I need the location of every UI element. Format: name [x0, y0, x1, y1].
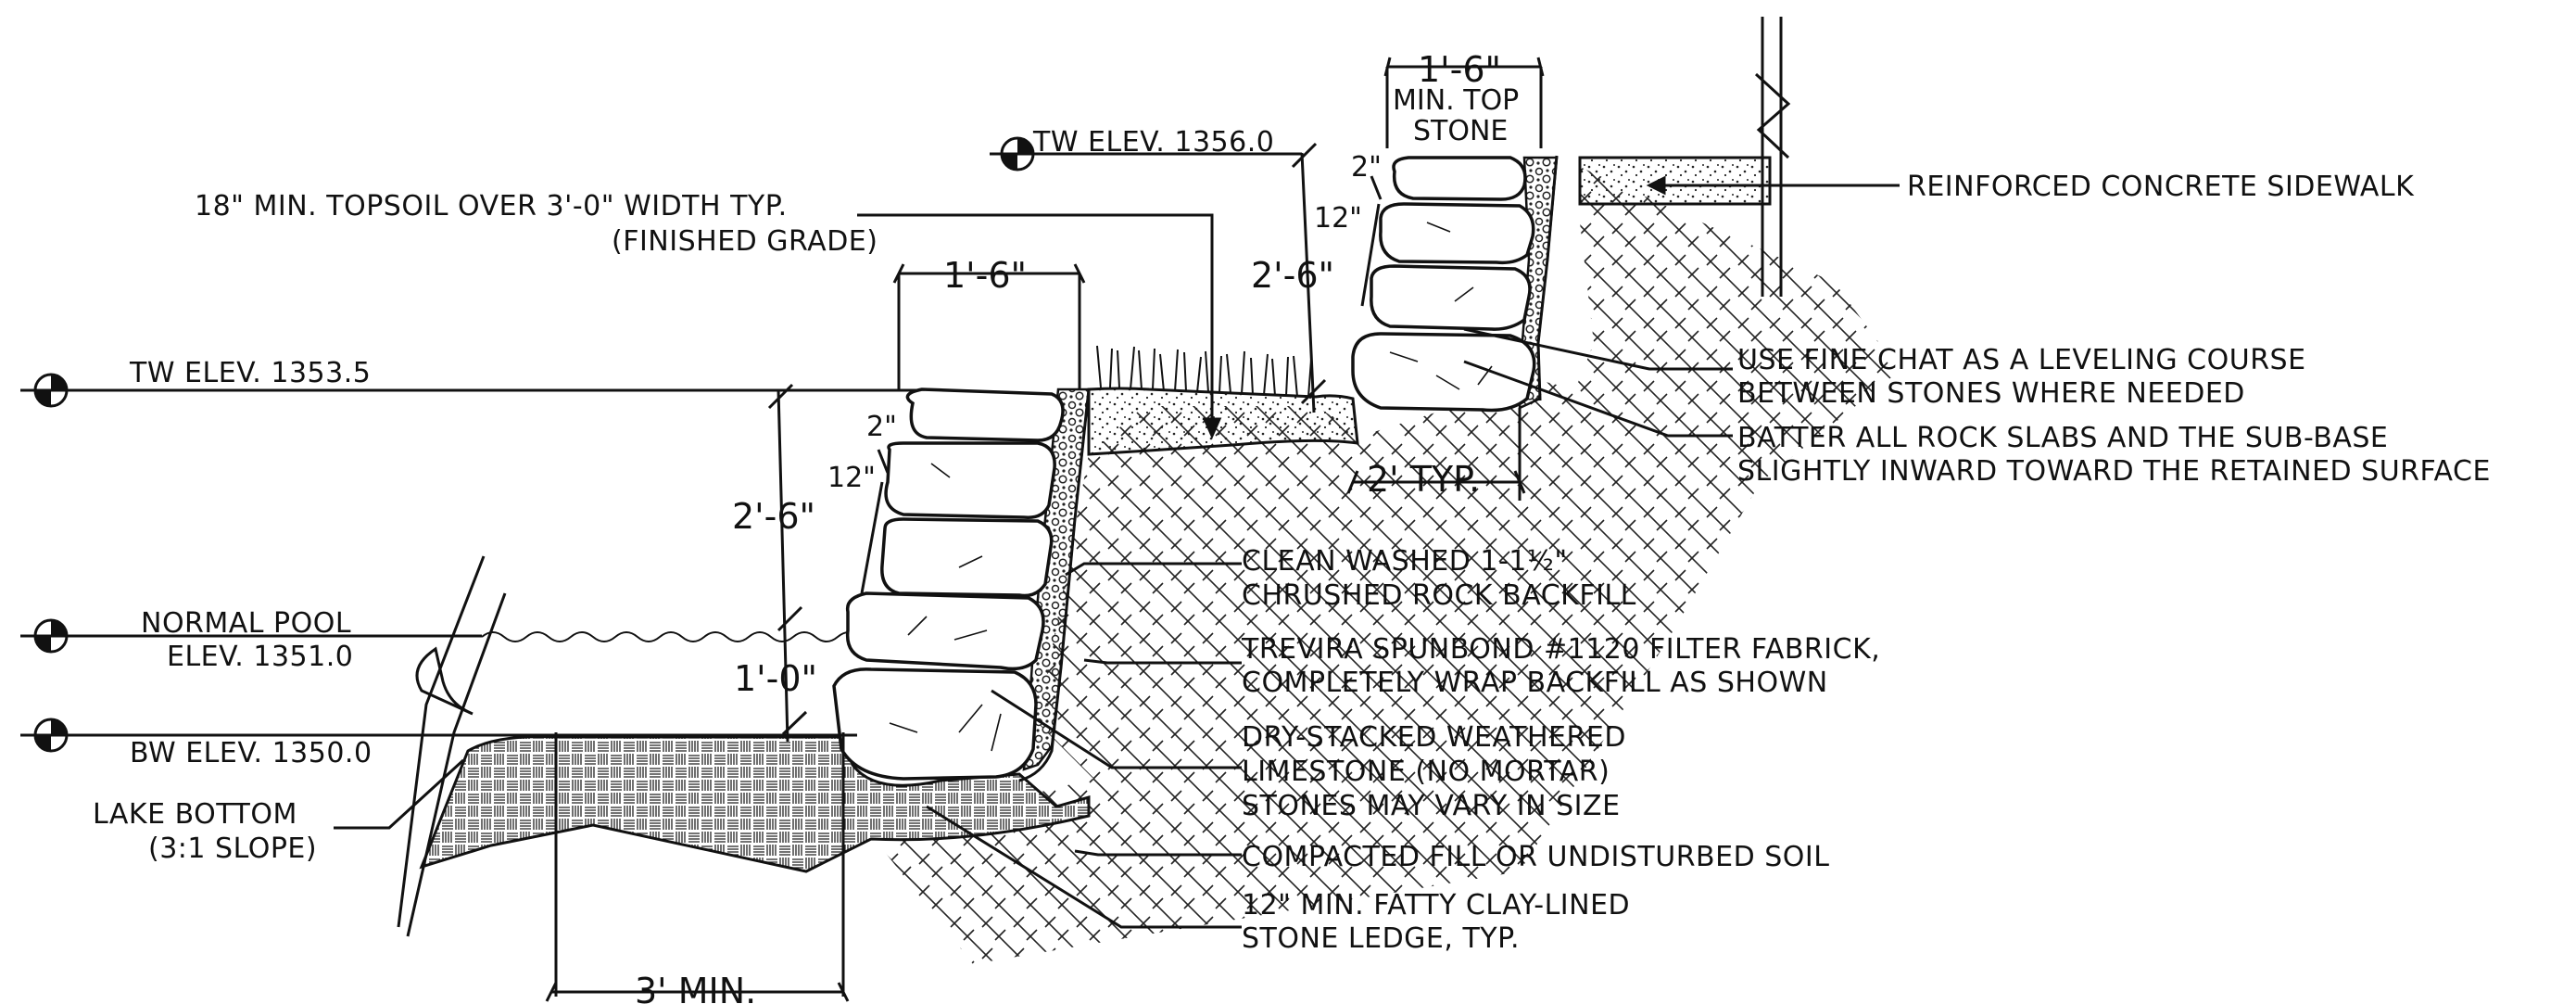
label-stone-2: LIMESTONE (NO MORTAR) — [1242, 756, 1610, 788]
dim-upper-course-12: 12" — [1314, 202, 1362, 235]
label-stone-3: STONES MAY VARY IN SIZE — [1242, 790, 1621, 822]
label-normal-pool-1: NORMAL POOL — [141, 607, 351, 640]
clay-ledge — [419, 735, 1091, 873]
elevation-marker-tw-lower — [20, 373, 917, 408]
dim-lower-course-2: 2" — [866, 411, 897, 443]
top-stone-note-line2: STONE — [1413, 115, 1508, 147]
lower-wall-stones — [832, 388, 1065, 781]
label-normal-pool-2: ELEV. 1351.0 — [167, 641, 353, 673]
dim-pool-depth: 1'-0" — [734, 658, 817, 699]
dim-lower-course-12: 12" — [827, 462, 876, 494]
label-fill: COMPACTED FILL OR UNDISTURBED SOIL — [1242, 841, 1829, 873]
label-ledge-2: STONE LEDGE, TYP. — [1242, 922, 1520, 955]
grass-tufts — [1096, 345, 1312, 398]
dim-upper-height: 2'-6" — [1251, 255, 1334, 296]
filter-fabric-lower — [1018, 388, 1091, 782]
label-sidewalk: REINFORCED CONCRETE SIDEWALK — [1907, 171, 2415, 203]
elevation-marker-tw-upper — [990, 136, 1302, 172]
label-lake-1: LAKE BOTTOM — [93, 798, 297, 831]
label-chat-1: USE FINE CHAT AS A LEVELING COURSE — [1737, 344, 2306, 376]
label-batter-1: BATTER ALL ROCK SLABS AND THE SUB-BASE — [1737, 422, 2388, 454]
elevation-marker-bw — [20, 718, 857, 753]
concrete-sidewalk — [1578, 17, 1791, 297]
filter-fabric-upper — [1536, 155, 1559, 401]
label-stone-1: DRY-STACKED WEATHERED — [1242, 721, 1626, 754]
water-surface — [481, 631, 905, 642]
label-tw-upper: TW ELEV. 1356.0 — [1032, 126, 1274, 159]
elevation-marker-normal-pool — [20, 618, 482, 654]
leader-lines — [334, 175, 1900, 929]
dim-lower-width: 1'-6" — [943, 255, 1027, 296]
label-topsoil-1: 18" MIN. TOPSOIL OVER 3'-0" WIDTH TYP. — [195, 190, 788, 222]
label-backfill-1: CLEAN WASHED 1-1½" — [1242, 545, 1568, 578]
label-bw: BW ELEV. 1350.0 — [130, 737, 373, 769]
dim-terrace-offset: 2' TYP. — [1367, 459, 1480, 500]
topsoil-layer — [1087, 387, 1359, 456]
dimension-lines — [545, 57, 1545, 1002]
upper-wall-stones — [1351, 156, 1536, 413]
lake-slope-break — [397, 555, 507, 937]
label-topsoil-2: (FINISHED GRADE) — [612, 225, 878, 258]
label-fabric-2: COMPLETELY WRAP BACKFILL AS SHOWN — [1242, 667, 1828, 699]
label-ledge-1: 12" MIN. FATTY CLAY-LINED — [1242, 889, 1630, 921]
dim-ledge-width: 3' MIN. — [635, 971, 756, 1004]
top-stone-note-line1: MIN. TOP — [1393, 84, 1519, 117]
label-tw-lower: TW ELEV. 1353.5 — [129, 357, 371, 389]
label-batter-2: SLIGHTLY INWARD TOWARD THE RETAINED SURF… — [1737, 455, 2491, 488]
label-lake-2: (3:1 SLOPE) — [148, 832, 317, 865]
dim-lower-height: 2'-6" — [732, 496, 815, 537]
label-chat-2: BETWEEN STONES WHERE NEEDED — [1737, 377, 2245, 410]
label-backfill-2: CHRUSHED ROCK BACKFILL — [1242, 579, 1636, 612]
label-fabric-1: TREVIRA SPUNBOND #1120 FILTER FABRICK, — [1241, 633, 1880, 666]
dim-top-stone-width: 1'-6" — [1418, 49, 1501, 90]
dim-upper-course-2: 2" — [1351, 151, 1382, 184]
